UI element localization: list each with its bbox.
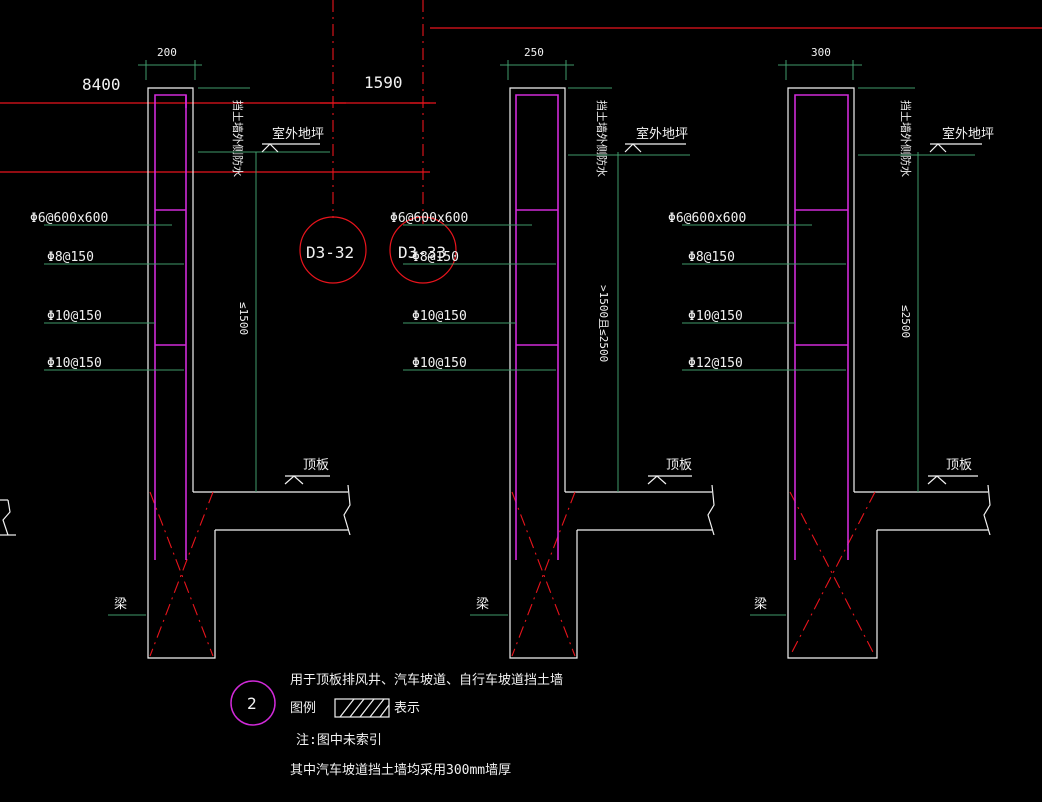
wall-section-2: 250 挡土墙外侧防水 室外地坪 >1500且≤2500 顶板 梁 Φ6@600… (390, 46, 715, 659)
wall-3-rebar-3: Φ10@150 (688, 309, 743, 324)
legend-label: 图例 (290, 701, 316, 716)
wall-3-annotation: 挡土墙外侧防水 (899, 100, 913, 177)
wall-3-thickness: 300 (811, 46, 831, 59)
wall-3-rebar-2: Φ8@150 (688, 250, 735, 265)
wall-1-outdoor-label: 室外地坪 (272, 126, 324, 142)
note-2: 其中汽车坡道挡土墙均采用300mm墙厚 (290, 762, 511, 778)
wall-2-beam-label: 梁 (476, 597, 489, 612)
left-edge-break (0, 499, 16, 536)
dim-1590: 1590 (364, 73, 403, 92)
grid-axes: 8400 1590 D3-32 D3-33 (0, 0, 1042, 284)
wall-3-roof-label: 顶板 (946, 458, 972, 473)
wall-2-rebar-3: Φ10@150 (412, 309, 467, 324)
wall-1-height-label: ≤1500 (237, 302, 250, 335)
note-1: 注:图中未索引 (296, 733, 382, 748)
wall-1-rebar-4: Φ10@150 (47, 356, 102, 371)
wall-2-thickness: 250 (524, 46, 544, 59)
legend-line-1: 用于顶板排风井、汽车坡道、自行车坡道挡土墙 (290, 672, 563, 688)
wall-3-rebar-1: Φ6@600x600 (668, 211, 746, 226)
axis-bubble-label-2: D3-33 (398, 243, 446, 262)
wall-section-3: 300 挡土墙外侧防水 室外地坪 ≤2500 顶板 梁 Φ6@600x600 Φ… (668, 46, 994, 659)
wall-2-rebar-1: Φ6@600x600 (390, 211, 468, 226)
wall-3-rebar-4: Φ12@150 (688, 356, 743, 371)
wall-2-rebar-2: Φ8@150 (412, 250, 459, 265)
dim-8400: 8400 (82, 75, 121, 94)
wall-1-roof-label: 顶板 (303, 458, 329, 473)
legend-block: 2 用于顶板排风井、汽车坡道、自行车坡道挡土墙 图例 表示 注:图中未索引 其中… (230, 672, 563, 778)
detail-number-circle (230, 680, 276, 726)
wall-3-height-label: ≤2500 (899, 305, 912, 338)
wall-2-rebar-4: Φ10@150 (412, 356, 467, 371)
wall-1-beam-label: 梁 (114, 597, 127, 612)
wall-1-rebar-2: Φ8@150 (47, 250, 94, 265)
axis-bubble-d3-33 (389, 216, 457, 284)
wall-1-annotation: 挡土墙外侧防水 (231, 100, 245, 177)
wall-1-rebar-3: Φ10@150 (47, 309, 102, 324)
detail-number: 2 (247, 694, 257, 713)
wall-1-thickness: 200 (157, 46, 177, 59)
axis-bubble-d3-32 (299, 216, 367, 284)
wall-2-outdoor-label: 室外地坪 (636, 126, 688, 142)
axis-bubble-label-1: D3-32 (306, 243, 354, 262)
wall-1-rebar-1: Φ6@600x600 (30, 211, 108, 226)
legend-hatch-symbol (334, 698, 390, 718)
wall-2-height-label: >1500且≤2500 (597, 285, 610, 362)
wall-2-annotation: 挡土墙外侧防水 (595, 100, 609, 177)
wall-3-beam-label: 梁 (754, 597, 767, 612)
wall-3-outdoor-label: 室外地坪 (942, 126, 994, 142)
legend-suffix: 表示 (394, 701, 420, 716)
wall-2-roof-label: 顶板 (666, 458, 692, 473)
wall-section-1: 200 挡土墙外侧防水 室外地坪 ≤1500 顶板 梁 Φ6@600x600 Φ… (30, 46, 351, 659)
